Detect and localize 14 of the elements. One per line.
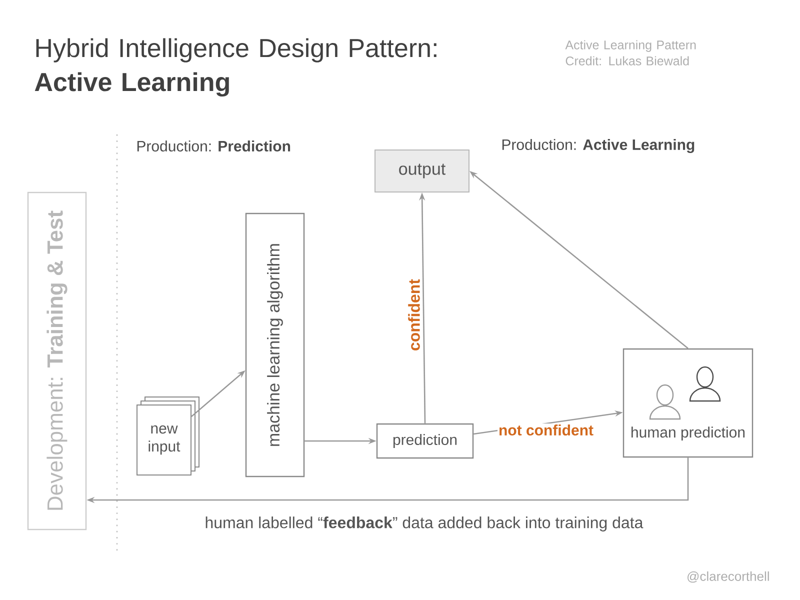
edge-label: not confident [498, 424, 594, 436]
edge-label: confident [407, 278, 421, 352]
output-box: output [374, 150, 470, 192]
stage-box: machine learning algorithm [245, 212, 305, 478]
section-heading: Production: Active Learning [502, 138, 694, 154]
author-handle: @clarecorthell [688, 571, 769, 583]
stage-box: Development: Training & Test [27, 192, 87, 530]
title: Hybrid Intelligence Design Pattern: Active Learning [34, 38, 436, 97]
document-stack: new input [136, 396, 200, 476]
section-heading: Production: Prediction [137, 140, 290, 152]
actor-box: human prediction [622, 348, 754, 458]
process-box: prediction [376, 423, 474, 459]
credit-note: Active Learning Pattern Credit: Lukas Biewald [565, 40, 696, 66]
edge-label: human labelled “feedback” data added back into training data [204, 516, 644, 532]
